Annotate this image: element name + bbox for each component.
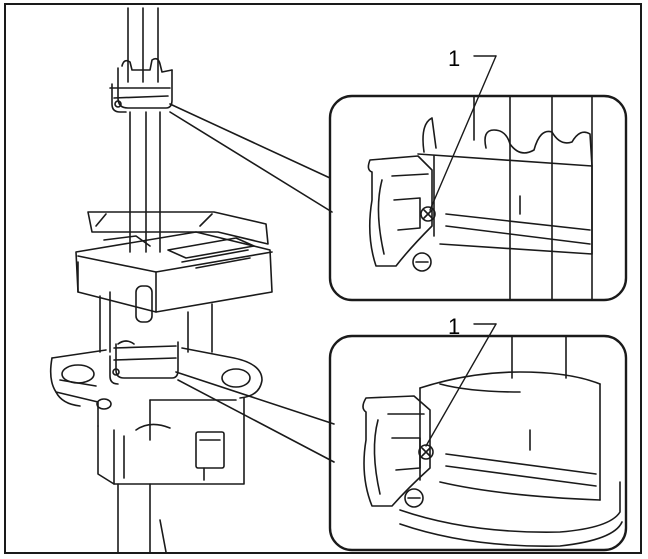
lower-clip [109,340,179,385]
upper-detail-inset [328,94,628,302]
callout-label-upper: 1 [448,46,460,71]
upper-clip [109,57,173,113]
leader-lines [169,103,335,463]
lower-housing [49,347,263,553]
callout-pointers [425,55,497,447]
central-column [99,291,213,353]
upper-bracket [75,211,273,323]
vertical-rod [127,7,161,253]
callout-label-lower: 1 [448,314,460,339]
lower-detail-inset [328,334,628,552]
